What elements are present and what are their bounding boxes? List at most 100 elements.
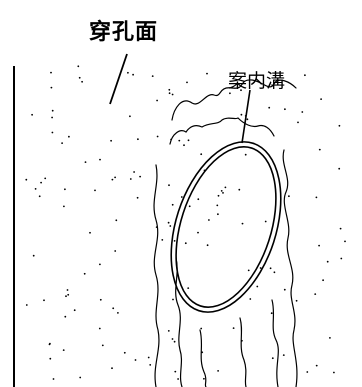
stipple-dot: [322, 279, 324, 282]
stipple-dot: [318, 148, 321, 151]
stipple-dot: [151, 75, 154, 77]
stipple-dot: [168, 92, 171, 95]
stipple-dot: [168, 88, 171, 91]
stipple-dot: [232, 327, 235, 329]
stipple-dot: [249, 298, 252, 300]
stipple-dot: [136, 196, 139, 199]
stipple-dot: [123, 351, 126, 354]
stipple-dot: [187, 287, 190, 289]
stipple-dot: [297, 121, 299, 124]
stipple-dot: [315, 196, 318, 199]
stipple-dot: [68, 135, 70, 138]
stipple-dot: [168, 184, 170, 187]
stipple-dot: [111, 367, 113, 370]
stipple-dot: [129, 115, 131, 118]
stipple-dot: [99, 298, 102, 301]
stipple-dot: [184, 242, 187, 245]
outline-mid-1: [199, 329, 207, 387]
stipple-dot: [256, 285, 259, 288]
stipple-dot: [25, 304, 28, 306]
stipple-dot: [111, 178, 114, 181]
stipple-dot: [169, 225, 172, 227]
stipple-dot: [284, 108, 286, 111]
stipple-dot: [269, 267, 272, 270]
stipple-dot: [62, 349, 65, 351]
stipple-dot: [50, 86, 53, 89]
stipple-dot: [270, 312, 273, 315]
stipple-dot: [283, 288, 286, 291]
stipple-dot: [127, 71, 129, 74]
stipple-dot: [306, 371, 309, 373]
surface-stipple: [25, 65, 346, 380]
stipple-dot: [167, 330, 170, 332]
stipple-dot: [338, 167, 341, 170]
outline-right: [282, 149, 298, 387]
stipple-dot: [98, 327, 101, 330]
stipple-dot: [315, 364, 318, 367]
stipple-dot: [38, 195, 41, 198]
stipple-dot: [132, 73, 135, 76]
stipple-dot: [318, 244, 320, 247]
stipple-dot: [171, 338, 174, 340]
stipple-dot: [43, 299, 45, 302]
stipple-dot: [301, 111, 304, 113]
stipple-dot: [52, 378, 55, 380]
stipple-dot: [64, 315, 67, 318]
stipple-dot: [224, 186, 227, 189]
stipple-dot: [110, 139, 112, 142]
stipple-dot: [178, 139, 181, 142]
stipple-dot: [48, 343, 51, 346]
stipple-dot: [200, 327, 203, 330]
stipple-dot: [304, 74, 306, 77]
outline-right-inner: [271, 299, 279, 387]
stipple-dot: [40, 181, 42, 184]
stipple-dot: [220, 190, 223, 192]
stipple-dot: [229, 92, 231, 95]
stipple-dot: [173, 340, 176, 343]
stipple-dot: [25, 178, 28, 181]
stipple-dot: [79, 376, 82, 379]
stipple-dot: [203, 377, 205, 380]
stipple-dot: [329, 337, 331, 339]
stipple-dot: [51, 109, 54, 112]
leader-line-drilling-face: [109, 53, 128, 105]
guide-groove-label: 案内溝: [228, 70, 286, 92]
stipple-dot: [186, 81, 188, 84]
stipple-dot: [174, 370, 177, 373]
disturbed-zone-outline: [153, 79, 298, 387]
outline-top: [171, 79, 297, 121]
stipple-dot: [333, 371, 335, 374]
stipple-dot: [180, 196, 183, 198]
stipple-dot: [217, 194, 220, 197]
stipple-dot: [167, 221, 170, 224]
stipple-dot: [268, 106, 271, 109]
stipple-dot: [149, 364, 152, 366]
stipple-dot: [129, 178, 132, 180]
stipple-dot: [65, 295, 67, 298]
stipple-dot: [314, 293, 317, 295]
outline-mid-2: [239, 317, 247, 387]
groove-outer-ring: [170, 141, 282, 313]
stipple-dot: [216, 204, 219, 207]
stipple-dot: [49, 357, 52, 360]
stipple-dot: [247, 269, 250, 272]
stipple-dot: [34, 188, 37, 190]
stipple-dot: [156, 135, 159, 138]
stipple-dot: [264, 220, 267, 223]
stipple-dot: [295, 299, 298, 302]
stipple-dot: [81, 80, 83, 83]
stipple-dot: [206, 244, 209, 247]
outline-top-inner: [169, 117, 275, 145]
stipple-dot: [240, 89, 242, 92]
stipple-dot: [244, 153, 247, 156]
stipple-dot: [171, 93, 174, 96]
stipple-dot: [78, 76, 81, 79]
stipple-dot: [217, 370, 220, 372]
drilling-face-label: 穿孔面: [89, 20, 159, 45]
stipple-dot: [89, 231, 91, 234]
stipple-dot: [288, 195, 290, 198]
stipple-dot: [51, 131, 54, 134]
guide-groove: [170, 141, 282, 313]
stipple-dot: [77, 65, 80, 68]
